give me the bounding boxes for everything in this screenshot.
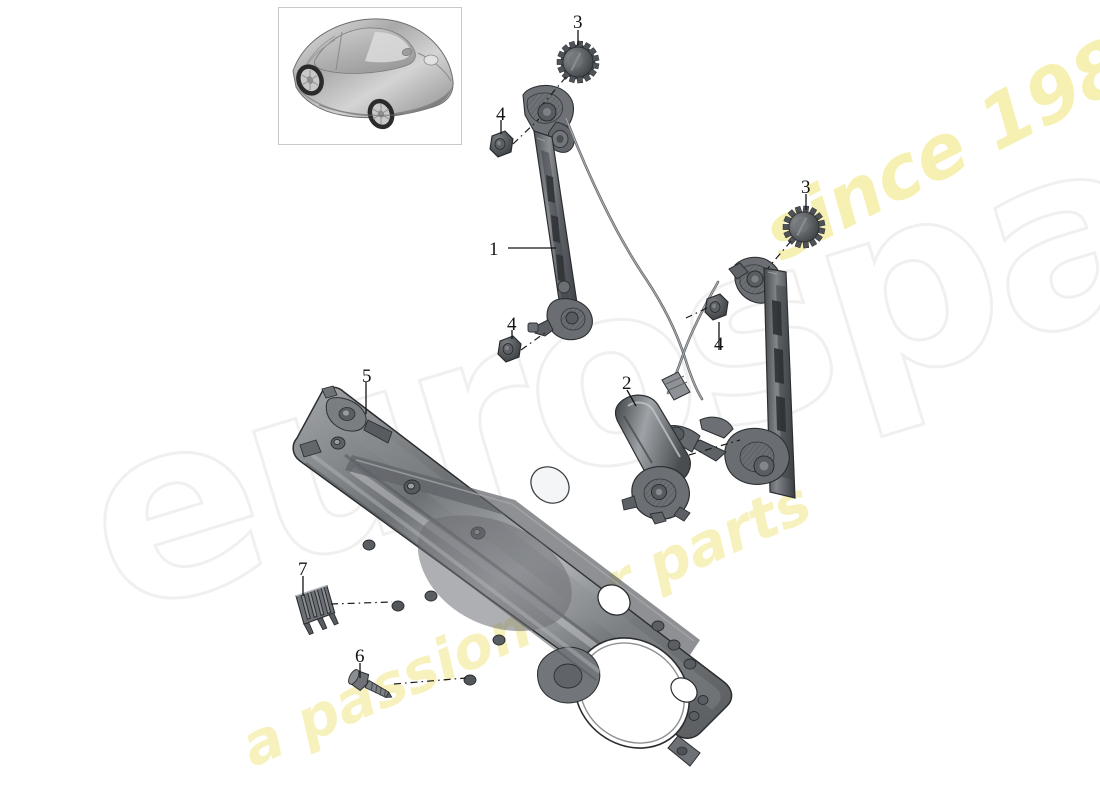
part-window-lift-motor [614,394,691,525]
callout-3-right: 3 [801,177,811,198]
callout-4-right: 4 [714,334,724,355]
callout-1: 1 [489,239,499,260]
rear-wheel [296,64,324,96]
part-rubber-stop-lower-left [497,335,522,363]
part-window-regulator-rail-left [522,84,593,341]
part-rubber-stop-right [704,293,729,321]
assembly-dash-lines [330,76,792,685]
callout-7: 7 [298,559,308,580]
vehicle-thumbnail-image [292,18,454,130]
part-fastening-screw [348,669,393,699]
part-drive-gear-upper-left [556,40,600,84]
callout-6: 6 [355,646,365,667]
part-bowden-cable [564,116,720,401]
vehicle-thumbnail [278,7,462,145]
part-control-unit-clip [295,584,339,636]
callout-2: 2 [622,373,632,394]
callout-4-lower-left: 4 [507,314,517,335]
callout-5: 5 [362,366,372,387]
leader-lines [302,30,807,678]
front-wheel [367,98,395,130]
part-rubber-stop-upper-left [489,130,514,158]
callout-3-left: 3 [573,12,583,33]
part-door-carrier-module [292,385,733,767]
part-drive-gear-upper-right [782,205,826,249]
callout-4-upper-left: 4 [496,104,506,125]
